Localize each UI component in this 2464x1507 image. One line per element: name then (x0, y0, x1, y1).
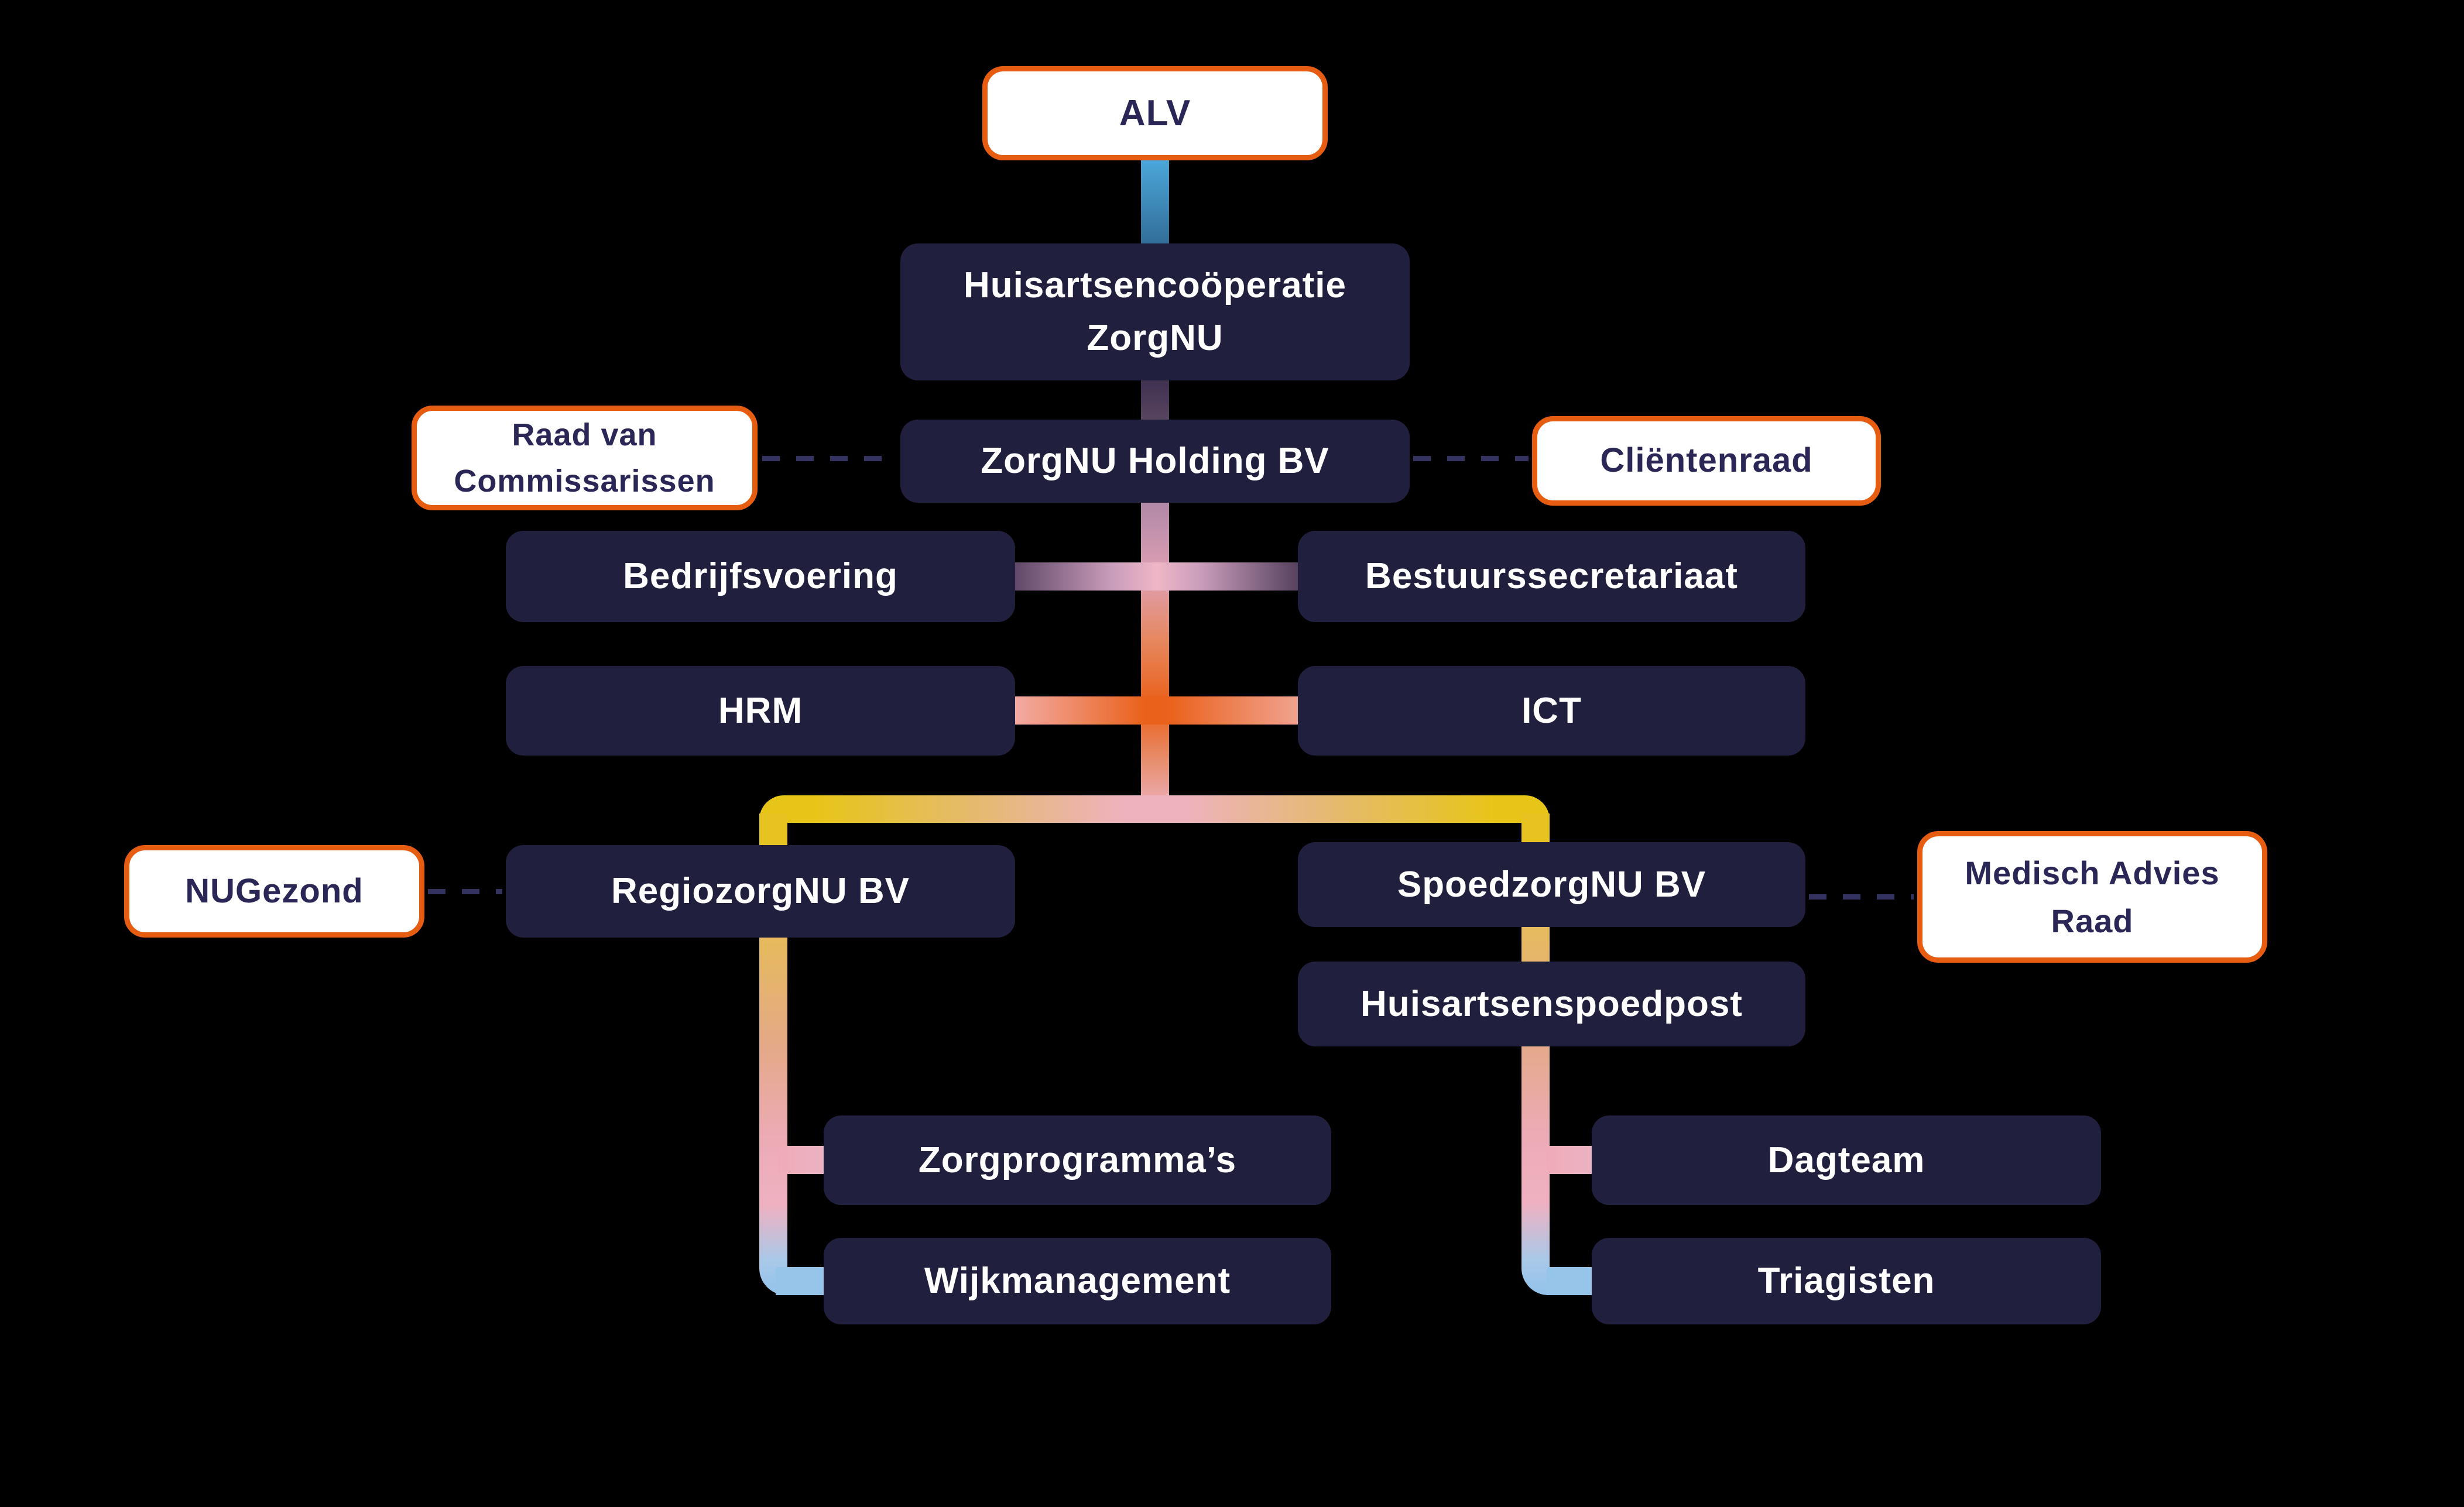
node-bedrijfsvoering: Bedrijfsvoering (506, 531, 1015, 622)
node-alv: ALV (982, 66, 1328, 160)
connector-bar-regiozorg (759, 813, 787, 849)
node-zorgnu-holding: ZorgNU Holding BV (900, 420, 1410, 503)
connector-holding-trunk (1141, 502, 1169, 812)
node-regiozorgnu: RegiozorgNU BV (506, 845, 1015, 938)
connector-zorgprogrammas (779, 1146, 824, 1174)
node-huisartsencooperatie: Huisartsencoöperatie ZorgNU (900, 243, 1410, 380)
connector-regiozorg-branch (759, 866, 787, 1295)
node-dagteam: Dagteam (1592, 1115, 2101, 1205)
node-clientenraad: Cliëntenraad (1532, 416, 1881, 506)
node-zorgprogrammas: Zorgprogramma’s (824, 1115, 1331, 1205)
dashed-connector-spoedzorg-mar (1809, 894, 1914, 900)
dashed-connector-rvc-holding (762, 456, 897, 461)
node-ict: ICT (1298, 666, 1805, 756)
node-hrm: HRM (506, 666, 1015, 756)
node-raad-van-commissarissen: Raad van Commissarissen (412, 406, 758, 510)
connector-spoedzorg-branch (1521, 854, 1550, 1295)
dashed-connector-nugezond-regiozorg (428, 889, 502, 894)
connector-alv-coop (1141, 159, 1169, 245)
connector-bedrijfsvoering-bestuurssecretariaat (1015, 562, 1298, 591)
node-huisartsenspoedpost: Huisartsenspoedpost (1298, 962, 1805, 1046)
node-wijkmanagement: Wijkmanagement (824, 1238, 1331, 1324)
connector-branch-bar (759, 795, 1550, 823)
connector-dagteam (1547, 1146, 1592, 1174)
connector-hrm-ict (1015, 696, 1298, 725)
node-nugezond: NUGezond (124, 845, 424, 938)
node-triagisten: Triagisten (1592, 1238, 2101, 1324)
node-spoedzorgnu: SpoedzorgNU BV (1298, 842, 1805, 927)
node-medisch-advies-raad: Medisch Advies Raad (1917, 831, 2267, 963)
connector-wijkmanagement (776, 1267, 824, 1295)
connector-bar-spoedzorg (1521, 813, 1550, 846)
dashed-connector-holding-clientenraad (1413, 456, 1529, 461)
connector-triagisten (1547, 1267, 1592, 1295)
node-bestuurssecretariaat: Bestuurssecretariaat (1298, 531, 1805, 622)
connector-coop-holding (1141, 379, 1169, 421)
